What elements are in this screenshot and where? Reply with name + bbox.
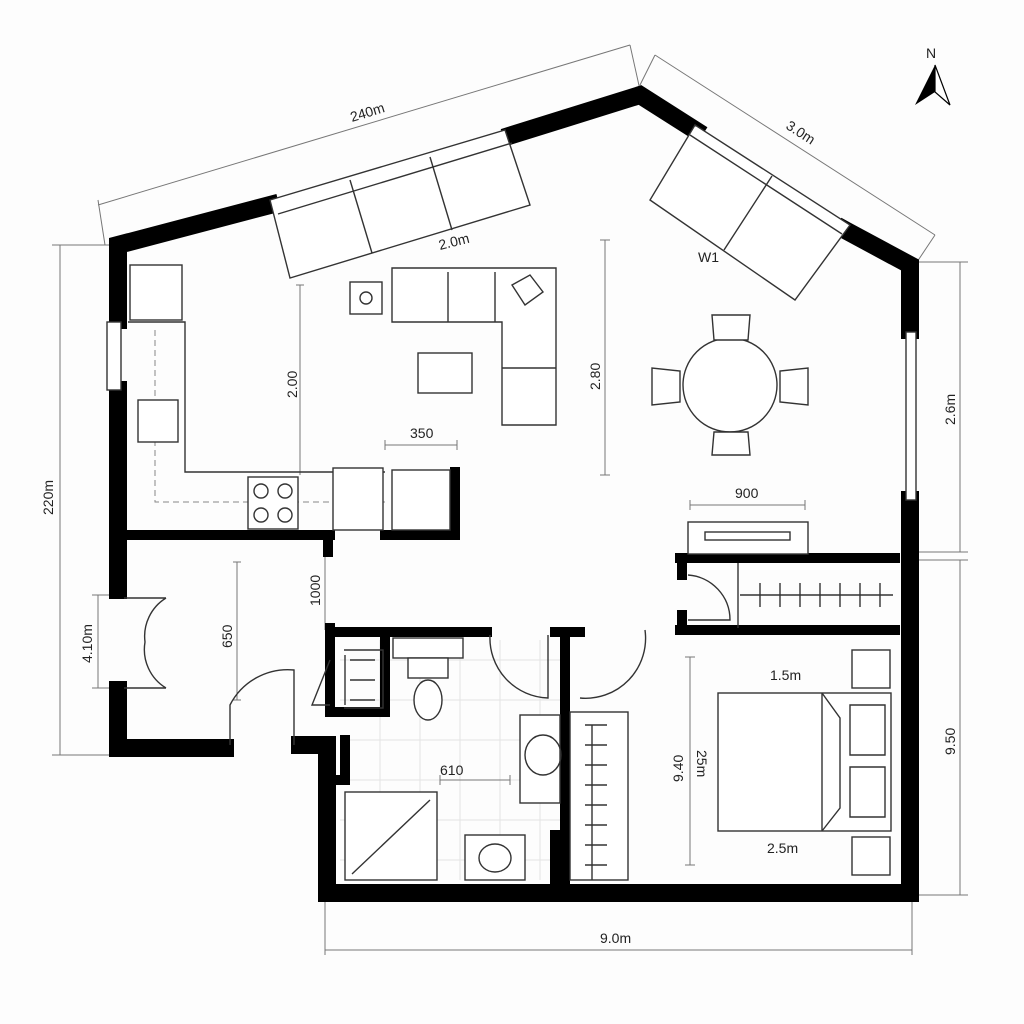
- desk: [687, 521, 809, 555]
- dim-living-height: 2.00: [284, 371, 300, 398]
- window-left: [106, 321, 122, 391]
- walls: [109, 85, 919, 902]
- toilet: [413, 679, 443, 721]
- dim-bed-bottom: 2.5m: [767, 840, 798, 856]
- kitchen: [128, 264, 451, 531]
- closet: [687, 563, 893, 628]
- nightstand-bottom: [851, 836, 891, 876]
- sofa: [391, 267, 557, 426]
- dim-right-lower: 9.50: [942, 728, 958, 755]
- dim-top-left-wall: 240m: [348, 99, 386, 125]
- side-table: [349, 281, 383, 315]
- dining-set: [651, 314, 809, 456]
- dim-sofa-width: 350: [410, 425, 434, 441]
- window-w1: [649, 124, 852, 301]
- bath-sink: [464, 834, 526, 881]
- dim-desk-width: 900: [735, 485, 759, 501]
- dim-bottom-overall: 9.0m: [600, 930, 631, 946]
- living-area: [349, 267, 557, 426]
- fridge: [129, 264, 183, 321]
- toilet-tank: [407, 657, 449, 679]
- doors: [124, 597, 647, 745]
- dim-bed-length: 25m: [694, 750, 710, 777]
- bed: [717, 692, 892, 832]
- dining-table: [682, 337, 778, 433]
- washer: [391, 469, 451, 531]
- dim-bedroom-height: 9.40: [670, 755, 686, 782]
- window-right: [905, 331, 917, 501]
- dim-hall-opening: 1000: [307, 575, 323, 606]
- counter: [332, 467, 384, 531]
- dim-left-overall: 220m: [40, 480, 56, 515]
- window-label: W1: [698, 249, 719, 265]
- dim-living-right-height: 2.80: [587, 363, 603, 390]
- dim-bath-width: 610: [440, 762, 464, 778]
- window-top-left: [269, 129, 531, 279]
- bathroom: [344, 637, 562, 881]
- nightstand-top: [851, 649, 891, 689]
- coffee-table: [417, 352, 473, 394]
- dim-entry-door: 4.10m: [79, 624, 95, 663]
- dim-hall-length: 650: [219, 624, 235, 648]
- compass-label: N: [926, 45, 936, 61]
- dim-bed-top: 1.5m: [770, 667, 801, 683]
- dim-top-right-wall: 3.0m: [783, 117, 818, 147]
- dimension-labels: 240m 3.0m 2.0m W1 2.00 2.80 350 2.6m 900…: [40, 99, 958, 946]
- bedroom: [569, 649, 892, 881]
- wardrobe: [569, 711, 629, 881]
- dim-window-top: 2.0m: [437, 230, 471, 253]
- stove: [247, 476, 299, 530]
- dim-right-upper: 2.6m: [942, 394, 958, 425]
- kitchen-sink: [137, 399, 179, 443]
- north-arrow-icon: N: [915, 45, 951, 106]
- vanity: [519, 714, 561, 804]
